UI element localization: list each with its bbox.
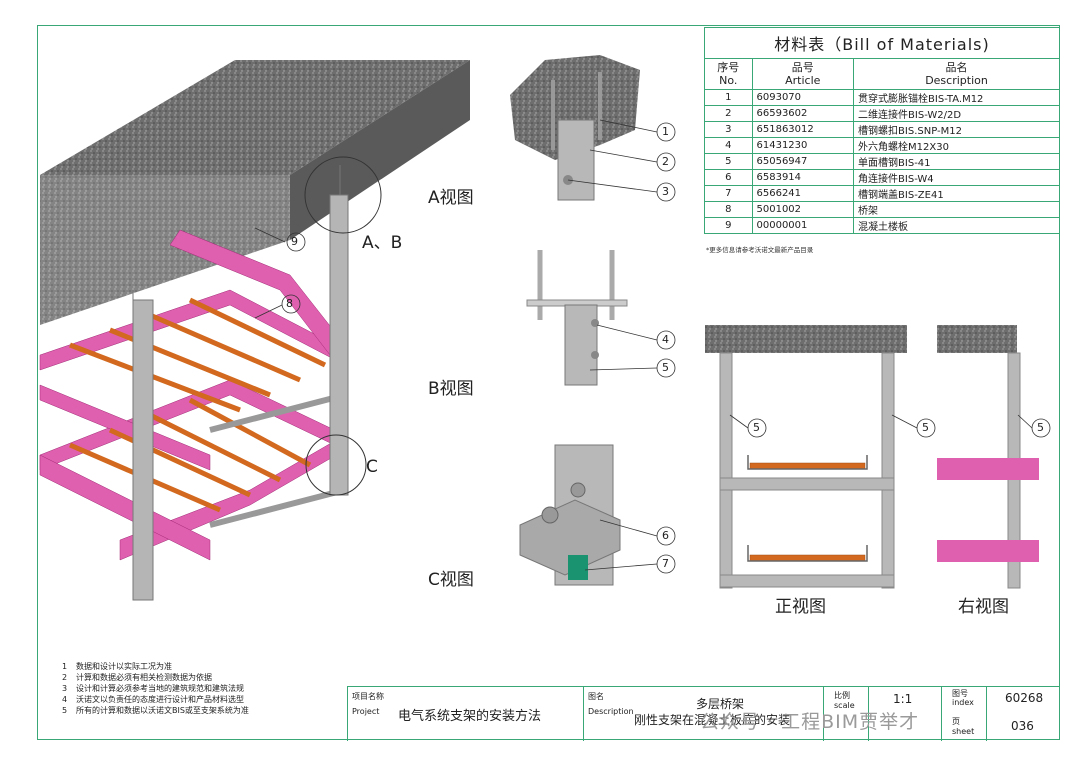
scale-value: 1:1 [893,692,913,706]
project-cell: 项目名称 Project 电气系统支架的安装方法 [347,687,583,741]
callout-c: C [366,457,378,477]
watermark: 公众号 · 工程BIM贾举才 [700,711,920,733]
scale-value-cell: 1:1 [868,687,941,741]
index-value-cell: 60268 036 [986,687,1060,741]
detail-circle-c [305,434,367,496]
label-c-view: C视图 [428,570,474,590]
callout-8-circle [281,294,301,314]
callout-9: 9 [291,235,298,248]
callout-3: 3 [662,185,669,198]
project-value: 电气系统支架的安装方法 [398,709,542,724]
bom-note: *更多信息请参考沃诺文最新产品目录 [706,246,814,254]
cable-trays-iso [39,229,346,561]
right-view [937,325,1039,589]
detail-c-view [519,444,621,586]
bom-title: 材料表（Bill of Materials) [704,27,1060,59]
front-view [705,325,907,589]
drawing-frame [37,25,1060,740]
callout-7: 7 [662,557,669,570]
callout-1: 1 [662,125,669,138]
detail-a-view [510,55,640,201]
description-line-2: 刚性支架在混凝土板底的安装 [634,713,791,727]
sheet-value: 036 [1011,719,1034,733]
label-b-view: B视图 [428,379,474,399]
description-line-1: 多层桥架 [696,697,745,711]
description-cell: 图名 Description 多层桥架 刚性支架在混凝土板底的安装 [583,687,823,741]
scale-label-cell: 比例 scale [823,687,868,741]
callout-5-front-right: 5 [922,421,929,434]
callout-5-front-left: 5 [753,421,760,434]
index-label-cell: 图号 index 页 sheet [941,687,986,741]
label-a-view: A视图 [428,188,474,208]
detail-b-view [526,250,628,386]
detail-circle-ab [304,156,382,234]
callout-ab: A、B [362,233,403,253]
callout-6: 6 [662,529,669,542]
callout-9-circle [286,232,306,252]
callout-8: 8 [286,297,293,310]
callout-2: 2 [662,155,669,168]
title-block: 项目名称 Project 电气系统支架的安装方法 图名 Description … [347,686,1060,741]
callout-5: 5 [662,361,669,374]
label-right-view: 右视图 [958,597,1009,617]
label-front-view: 正视图 [775,597,826,617]
concrete-slab-iso [40,60,470,325]
callout-4: 4 [662,333,669,346]
index-value: 60268 [1005,691,1044,705]
callout-5-right-view: 5 [1037,421,1044,434]
